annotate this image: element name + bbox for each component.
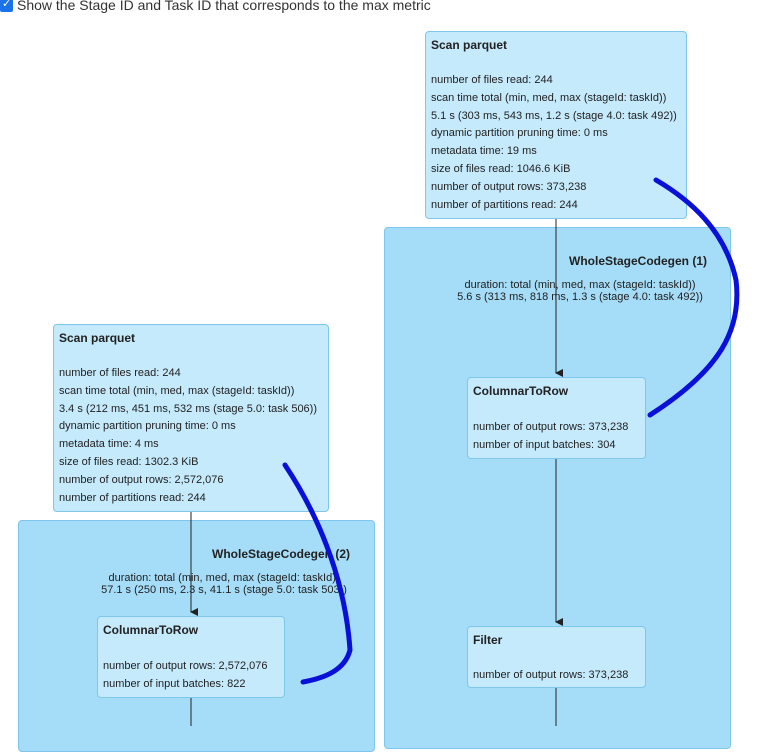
metric-line: metadata time: 4 ms xyxy=(59,438,159,451)
checkbox-checked-icon[interactable] xyxy=(0,0,13,12)
metric-line: number of partitions read: 244 xyxy=(431,198,578,211)
node-title: Scan parquet xyxy=(59,331,136,345)
node-title: Scan parquet xyxy=(431,38,508,52)
metric-line: 5.1 s (303 ms, 543 ms, 1.2 s (stage 4.0:… xyxy=(431,109,677,122)
columnar-to-row-left-node[interactable]: ColumnarToRow number of output rows: 2,5… xyxy=(97,616,285,698)
scan-parquet-right-node[interactable]: Scan parquet number of files read: 244 s… xyxy=(425,31,687,219)
metric-line: number of input batches: 304 xyxy=(473,438,616,451)
metric-line: metadata time: 19 ms xyxy=(431,145,537,158)
metric-line: dynamic partition pruning time: 0 ms xyxy=(431,127,608,140)
wholestagecodegen-1-duration: duration: total (min, med, max (stageId:… xyxy=(430,279,730,303)
duration-label: duration: total (min, med, max (stageId:… xyxy=(108,572,340,584)
node-title: ColumnarToRow xyxy=(473,384,569,398)
duration-value: 5.6 s (313 ms, 818 ms, 1.3 s (stage 4.0:… xyxy=(457,291,703,303)
metric-line: scan time total (min, med, max (stageId:… xyxy=(431,91,667,104)
duration-value: 57.1 s (250 ms, 2.3 s, 41.1 s (stage 5.0… xyxy=(101,584,347,596)
wholestagecodegen-2-duration: duration: total (min, med, max (stageId:… xyxy=(74,572,374,596)
node-metrics: number of files read: 244 scan time tota… xyxy=(431,72,677,214)
wholestagecodegen-2-title: WholeStageCodegen (2) xyxy=(212,547,351,561)
duration-label: duration: total (min, med, max (stageId:… xyxy=(464,279,696,291)
metric-line: size of files read: 1302.3 KiB xyxy=(59,455,199,468)
node-metrics: number of output rows: 2,572,076 number … xyxy=(103,658,268,694)
metric-line: size of files read: 1046.6 KiB xyxy=(431,162,571,175)
node-metrics: number of files read: 244 scan time tota… xyxy=(59,365,317,507)
metric-line: number of input batches: 822 xyxy=(103,677,246,690)
node-title: ColumnarToRow xyxy=(103,623,199,637)
metric-line: number of files read: 244 xyxy=(431,74,553,86)
metric-line: scan time total (min, med, max (stageId:… xyxy=(59,384,295,397)
columnar-to-row-right-node[interactable]: ColumnarToRow number of output rows: 373… xyxy=(467,377,646,459)
metric-line: number of files read: 244 xyxy=(59,367,181,379)
checkbox-label: Show the Stage ID and Task ID that corre… xyxy=(17,0,431,13)
wholestagecodegen-1-title: WholeStageCodegen (1) xyxy=(569,254,708,268)
metric-line: 3.4 s (212 ms, 451 ms, 532 ms (stage 5.0… xyxy=(59,402,318,415)
max-metric-checkbox-row[interactable]: Show the Stage ID and Task ID that corre… xyxy=(0,0,431,14)
node-metrics: number of output rows: 373,238 xyxy=(473,667,628,685)
metric-line: number of partitions read: 244 xyxy=(59,491,206,504)
metric-line: number of output rows: 373,238 xyxy=(431,180,587,193)
node-title: Filter xyxy=(473,633,503,647)
metric-line: number of output rows: 2,572,076 xyxy=(103,660,268,672)
metric-line: number of output rows: 2,572,076 xyxy=(59,473,224,486)
metric-line: number of output rows: 373,238 xyxy=(473,421,629,433)
node-metrics: number of output rows: 373,238 number of… xyxy=(473,419,628,455)
filter-right-node[interactable]: Filter number of output rows: 373,238 xyxy=(467,626,646,688)
metric-line: number of output rows: 373,238 xyxy=(473,669,629,681)
scan-parquet-left-node[interactable]: Scan parquet number of files read: 244 s… xyxy=(53,324,329,512)
metric-line: dynamic partition pruning time: 0 ms xyxy=(59,420,236,433)
